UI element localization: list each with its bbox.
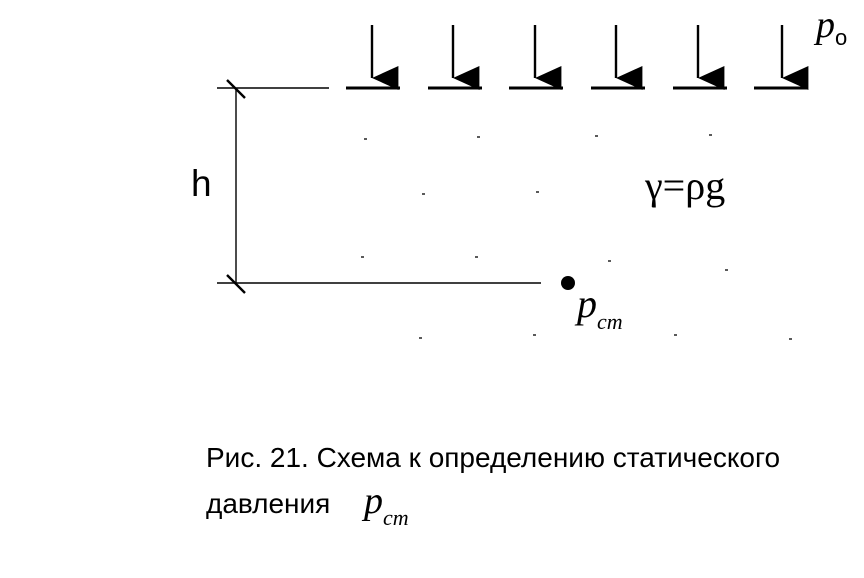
load-arrow xyxy=(428,25,482,90)
height-label: h xyxy=(191,163,212,204)
surface-pressure-subscript: о xyxy=(835,25,848,50)
surface-pressure-label: pо xyxy=(816,4,847,49)
caption-line-1: Рис. 21. Схема к определению статическог… xyxy=(206,442,781,473)
measurement-point xyxy=(561,276,575,290)
figure-caption: Рис. 21. Схема к определению статическог… xyxy=(206,435,780,527)
load-arrow xyxy=(346,25,400,90)
load-arrow xyxy=(754,25,809,90)
caption-static-pressure-symbol: pст xyxy=(364,480,409,529)
load-arrow xyxy=(673,25,727,90)
liquid-hatching xyxy=(361,134,792,340)
surface-pressure-symbol: p xyxy=(816,4,835,46)
load-arrow xyxy=(591,25,645,90)
static-pressure-subscript: ст xyxy=(597,309,623,334)
load-arrow xyxy=(509,25,563,90)
static-pressure-label: pст xyxy=(577,281,623,333)
specific-weight-formula: γ=ρg xyxy=(645,163,726,208)
caption-symbol: p xyxy=(364,480,383,522)
surface-load-arrows xyxy=(346,25,809,90)
caption-line-2: давления xyxy=(206,488,331,520)
caption-subscript: ст xyxy=(383,505,409,530)
height-dimension xyxy=(226,79,246,294)
static-pressure-symbol: p xyxy=(577,281,597,326)
